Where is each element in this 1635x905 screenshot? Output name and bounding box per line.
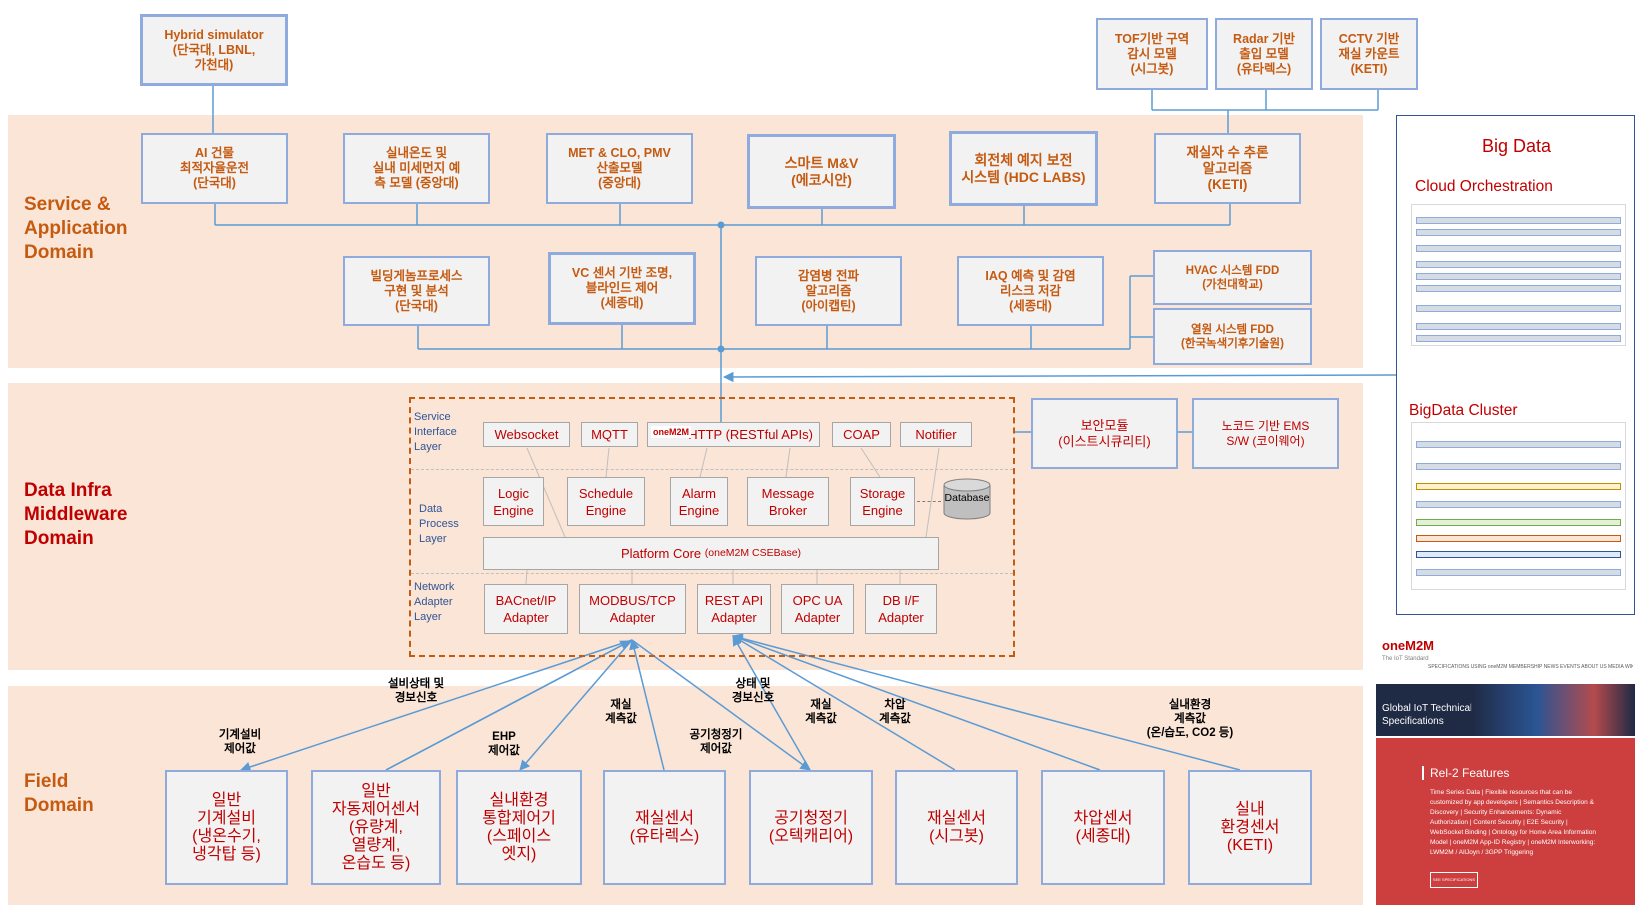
field-device-indoor-env-sensor: 실내 환경센서 (KETI) xyxy=(1188,770,1312,885)
field-device-indoor-env-controller: 실내환경 통합제어기 (스페이스 엣지) xyxy=(456,770,582,885)
onem2m-site-tagline: The IoT Standard xyxy=(1382,656,1429,662)
field-device-occupancy-sensor-sigbot: 재실센서 (시그봇) xyxy=(895,770,1018,885)
hybrid-simulator-box: Hybrid simulator (단국대, LBNL, 가천대) xyxy=(140,14,288,86)
field-device-occupancy-sensor-utarex: 재실센서 (유타렉스) xyxy=(603,770,726,885)
onem2m-hero-graphic xyxy=(1471,684,1635,736)
coap-interface: COAP xyxy=(832,422,891,447)
http-rest-interface: oneM2M HTTP (RESTful APIs) xyxy=(647,422,820,447)
ai-optimal-operation-box: AI 건물 최적자율운전 (단국대) xyxy=(141,133,288,204)
radar-model-box: Radar 기반 출입 모델 (유타렉스) xyxy=(1215,18,1313,90)
schedule-engine: Schedule Engine xyxy=(567,477,645,526)
infra-domain-label: Data Infra Middleware Domain xyxy=(24,480,128,549)
middleware-platform-frame xyxy=(409,397,1015,657)
field-domain-label: Field Domain xyxy=(24,771,94,816)
database-cylinder-icon xyxy=(943,478,991,520)
field-device-auto-control-sensor: 일반 자동제어센서 (유량계, 열량계, 온습도 등) xyxy=(311,770,441,885)
modbus-tcp-adapter: MODBUS/TCP Adapter xyxy=(579,584,686,634)
met-clo-pmv-box: MET & CLO, PMV 산출모델 (중앙대) xyxy=(546,133,693,204)
onem2m-hero-heading: Global IoT Technical Specifications xyxy=(1382,703,1473,727)
hvac-fdd-box: HVAC 시스템 FDD (가천대학교) xyxy=(1153,250,1312,305)
nocode-ems-box: 노코드 기반 EMS S/W (코이웨어) xyxy=(1192,398,1339,469)
onem2m-site-logo: oneM2M xyxy=(1382,638,1434,653)
platform-core-sub-label: (oneM2M CSEBase) xyxy=(704,547,802,559)
edge-label-equipment-status: 설비상태 및 경보신호 xyxy=(387,678,445,704)
see-specifications-button[interactable]: SEE SPECIFICATIONS xyxy=(1430,872,1478,888)
rest-api-adapter: REST API Adapter xyxy=(697,584,771,634)
field-device-air-purifier: 공기청정기 (오텍캐리어) xyxy=(749,770,873,885)
onem2m-rel2-features: Time Series Data | Flexible resources th… xyxy=(1430,789,1596,856)
storage-database-link xyxy=(917,501,941,502)
occupancy-inference-box: 재실자 수 추론 알고리즘 (KETI) xyxy=(1154,133,1301,204)
big-data-panel: Big Data Cloud Orchestration BigData Clu… xyxy=(1396,115,1635,615)
network-adapter-layer-label: Network Adapter Layer xyxy=(414,581,455,623)
service-domain-label: Service & Application Domain xyxy=(24,194,128,263)
database-icon: Database xyxy=(942,478,992,520)
heat-source-fdd-box: 열원 시스템 FDD (한국녹색기후기술원) xyxy=(1153,308,1312,365)
edge-label-purifier-control: 공기청정기 제어값 xyxy=(689,729,743,755)
field-device-differential-pressure-sensor: 차압센서 (세종대) xyxy=(1041,770,1165,885)
bacnet-adapter: BACnet/IP Adapter xyxy=(484,584,568,634)
cctv-count-box: CCTV 기반 재실 카운트 (KETI) xyxy=(1320,18,1418,90)
iaq-prediction-box: IAQ 예측 및 감염 리스크 저감 (세종대) xyxy=(957,256,1104,326)
data-process-layer-label: Data Process Layer xyxy=(419,503,459,545)
indoor-temp-dust-model-box: 실내온도 및 실내 미세먼지 예 측 모델 (중앙대) xyxy=(343,133,490,204)
rotating-predictive-maintenance-box: 회전체 예지 보전 시스템 (HDC LABS) xyxy=(949,131,1098,206)
service-interface-layer-label: Service Interface Layer xyxy=(414,411,457,453)
tof-model-box: TOF기반 구역 감시 모델 (시그봇) xyxy=(1096,18,1208,90)
websocket-interface: Websocket xyxy=(483,422,570,447)
building-genome-box: 빌딩게놈프로세스 구현 및 분석 (단국대) xyxy=(343,256,490,326)
opc-ua-adapter: OPC UA Adapter xyxy=(781,584,854,634)
edge-label-mechanical-control: 기계설비 제어값 xyxy=(218,729,262,755)
onem2m-site-nav: SPECIFICATIONS USING oneM2M MEMBERSHIP N… xyxy=(1428,664,1633,670)
smart-mv-box: 스마트 M&V (에코시안) xyxy=(747,134,896,209)
bigdata-cluster-diagram xyxy=(1411,422,1626,590)
notifier-interface: Notifier xyxy=(900,422,972,447)
alarm-engine: Alarm Engine xyxy=(670,477,728,526)
mqtt-interface: MQTT xyxy=(581,422,638,447)
onem2m-logo-icon: oneM2M xyxy=(651,426,691,438)
db-if-adapter: DB I/F Adapter xyxy=(865,584,937,634)
onem2m-rel2-heading: Rel-2 Features xyxy=(1422,766,1509,780)
edge-label-occupancy-2: 재실 계측값 xyxy=(805,699,837,725)
bigdata-cluster-label: BigData Cluster xyxy=(1409,402,1518,419)
platform-core: Platform Core (oneM2M CSEBase) xyxy=(483,537,939,570)
cloud-orchestration-diagram xyxy=(1411,204,1626,346)
layer-separator xyxy=(411,573,1013,574)
layer-separator xyxy=(411,469,1013,470)
message-broker: Message Broker xyxy=(747,477,829,526)
cloud-orchestration-label: Cloud Orchestration xyxy=(1415,178,1553,195)
security-module-box: 보안모듈 (이스트시큐리티) xyxy=(1031,398,1178,469)
edge-label-indoor-environment: 실내환경 계측값 (온/습도, CO2 등) xyxy=(1146,699,1234,739)
field-device-mechanical-equipment: 일반 기계설비 (냉온수기, 냉각탑 등) xyxy=(165,770,288,885)
logic-engine: Logic Engine xyxy=(483,477,544,526)
onem2m-website-screenshot: oneM2M The IoT Standard SPECIFICATIONS U… xyxy=(1376,630,1635,905)
http-rest-label: HTTP (RESTful APIs) xyxy=(688,427,813,442)
onem2m-rel2-section: Rel-2 Features Time Series Data | Flexib… xyxy=(1376,738,1635,905)
edge-label-status-alarm: 상태 및 경보신호 xyxy=(731,678,775,704)
edge-label-occupancy-1: 재실 계측값 xyxy=(605,699,637,725)
database-label: Database xyxy=(944,492,990,504)
infection-spread-box: 감염병 전파 알고리즘 (아이캡틴) xyxy=(755,256,902,326)
big-data-title: Big Data xyxy=(1482,136,1552,156)
vc-sensor-lighting-box: VC 센서 기반 조명, 블라인드 제어 (세종대) xyxy=(548,252,696,325)
platform-core-label: Platform Core xyxy=(620,546,702,561)
onem2m-hero-banner: Global IoT Technical Specifications xyxy=(1376,684,1635,736)
storage-engine: Storage Engine xyxy=(850,477,915,526)
edge-label-ehp-control: EHP 제어값 xyxy=(488,731,520,757)
edge-label-differential-pressure: 차압 계측값 xyxy=(879,699,911,725)
